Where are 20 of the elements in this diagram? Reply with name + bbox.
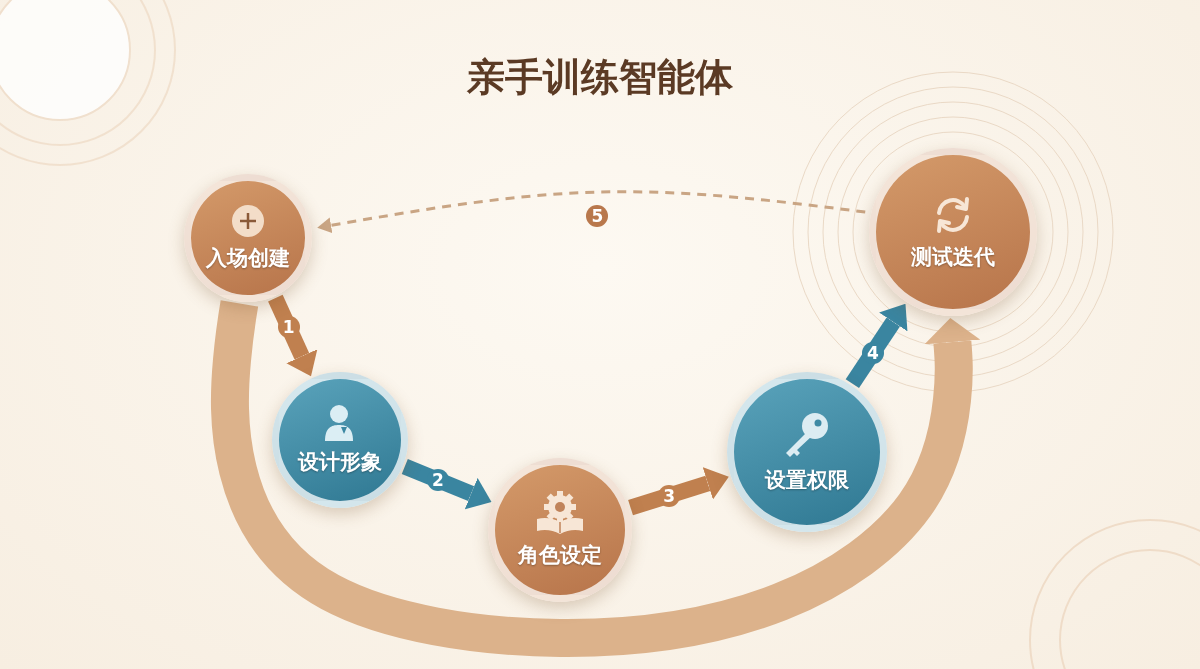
step-circle	[488, 458, 632, 602]
step-circle	[272, 372, 408, 508]
step-number: 1	[277, 316, 300, 339]
arrow	[268, 294, 318, 377]
step-label: 角色设定	[518, 542, 602, 569]
step-circle	[184, 174, 312, 302]
arrow	[628, 467, 729, 516]
step-number-badge: 5	[586, 205, 609, 228]
dashed-arrow	[317, 190, 866, 234]
step-number: 3	[658, 484, 681, 507]
step-circle	[727, 372, 887, 532]
arrow	[845, 303, 908, 389]
step-circle	[869, 148, 1037, 316]
step-label: 入场创建	[206, 245, 290, 272]
arrow	[210, 300, 981, 657]
step-label: 设置权限	[765, 467, 849, 494]
step-label: 测试迭代	[911, 244, 995, 271]
arrow	[401, 459, 492, 510]
title: 亲手训练智能体	[466, 54, 734, 101]
step-label: 设计形象	[298, 449, 382, 476]
